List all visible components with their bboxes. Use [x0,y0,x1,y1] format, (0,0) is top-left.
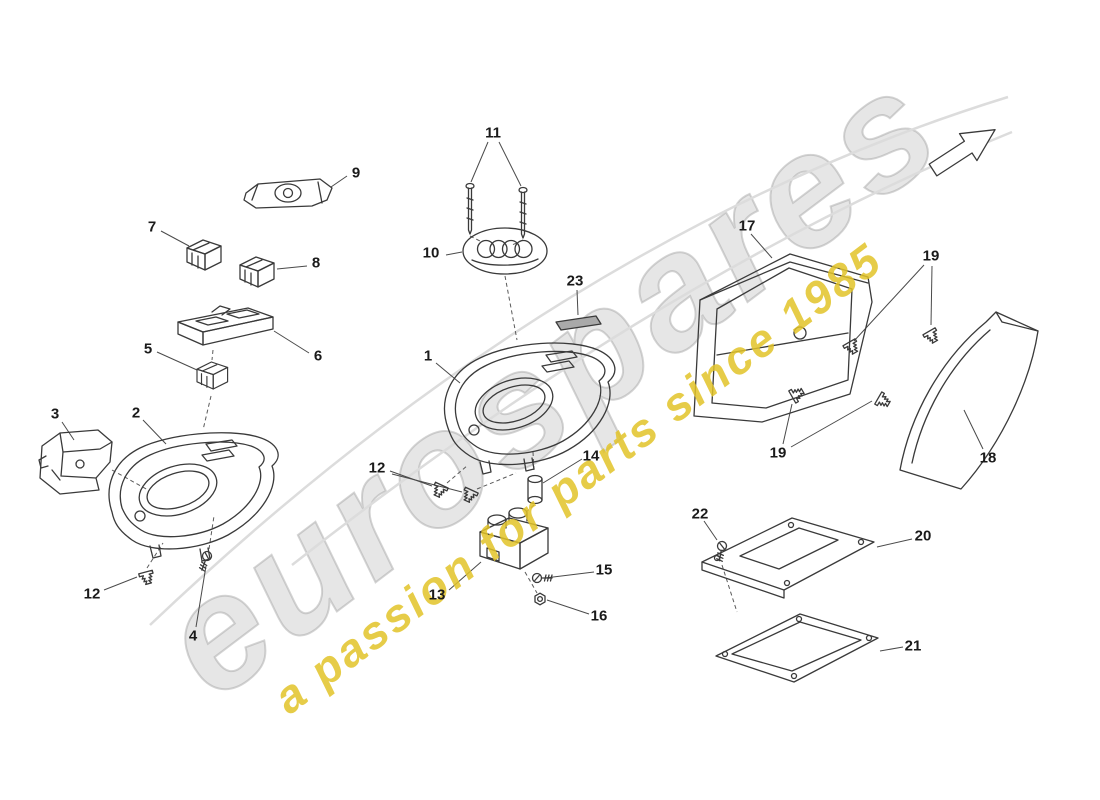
part-label-16: 16 [590,607,608,625]
part-13-control-module [479,507,549,570]
part-10-badge [462,227,548,275]
part-label-21: 21 [904,637,922,655]
part-label-12-left: 12 [83,585,101,603]
part-9-bracket [243,178,333,209]
part-label-19-top: 19 [922,247,940,265]
part-label-14: 14 [582,447,600,465]
leader-lines [61,141,984,652]
part-label-11: 11 [485,124,501,142]
part-label-5: 5 [143,340,153,358]
part-label-17: 17 [738,217,756,235]
part-16-nut [534,592,546,606]
part-label-2: 2 [131,404,141,422]
part-label-10: 10 [422,244,440,262]
part-label-18: 18 [979,449,997,467]
part-5-switch [196,361,229,390]
part-2-console-trim [108,432,279,562]
part-1-console-trim [443,342,616,475]
part-21-gasket-frame [715,613,879,683]
part-label-7: 7 [147,218,157,236]
part-label-20: 20 [914,527,932,545]
part-3-mounting-bracket [38,429,113,495]
part-label-4: 4 [188,627,198,645]
part-6-switch-carrier [177,305,274,346]
part-12-clip-left [138,569,156,587]
part-7-switch [186,239,222,271]
part-label-13: 13 [428,586,446,604]
part-label-9: 9 [351,164,361,182]
part-18-side-panel [899,311,1039,490]
direction-arrow-icon [928,129,996,177]
part-23-trim-strip [555,315,602,331]
part-label-3: 3 [50,405,60,423]
part-15-screw [531,572,553,584]
part-17-side-panel [693,253,873,423]
part-label-15: 15 [595,561,613,579]
part-14-sleeve [527,474,543,505]
part-label-23: 23 [566,272,584,290]
part-label-8: 8 [311,254,321,272]
background-swoosh [149,95,1013,626]
part-label-6: 6 [313,347,323,365]
part-11-screws [465,182,528,239]
part-label-1: 1 [423,347,433,365]
part-label-19-bottom: 19 [769,444,787,462]
part-label-22: 22 [691,505,709,523]
part-label-12-right: 12 [368,459,386,477]
part-8-switch [239,256,275,288]
part-19-clips-top [842,327,942,357]
part-20-mounting-plate [701,517,875,599]
